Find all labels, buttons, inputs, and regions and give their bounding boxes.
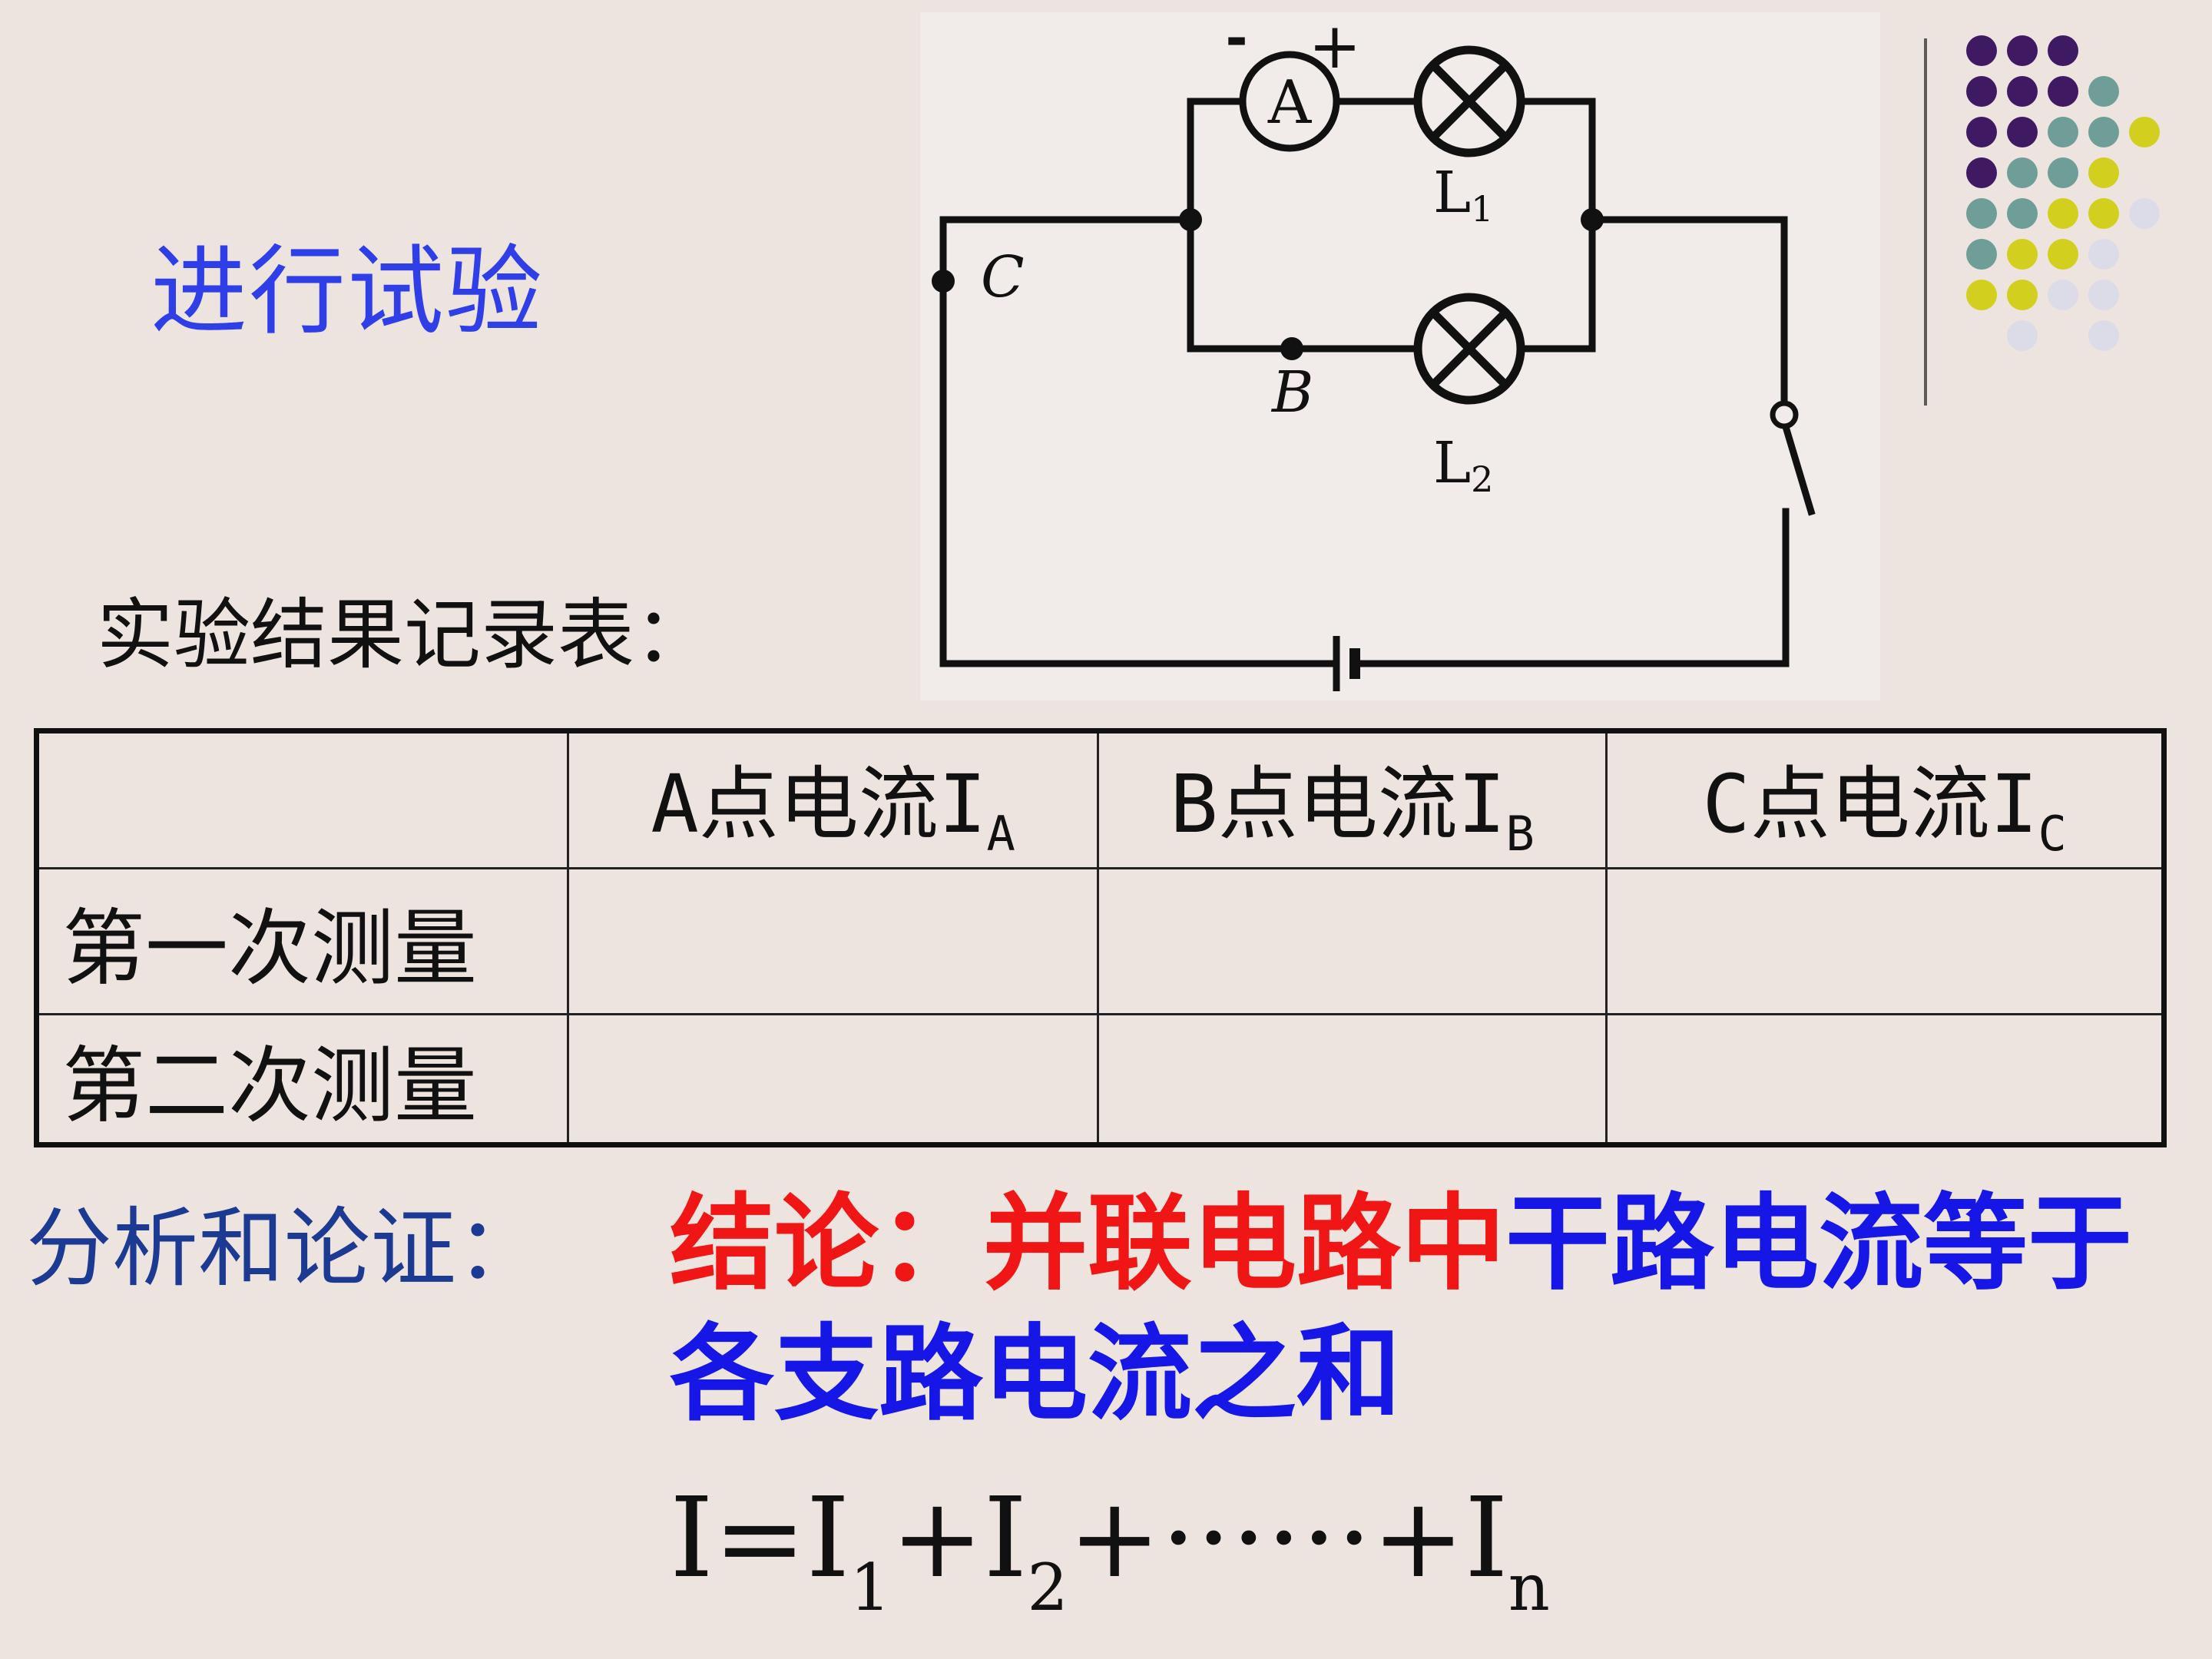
decor-dot [2048,198,2078,229]
row-label: 第二次测量 [35,1013,569,1146]
circuit-svg: A - + C B L1 L2 [932,7,1816,691]
record-table-label: 实验结果记录表： [97,590,711,680]
dot-grid-pattern-icon [1966,35,2197,358]
lamp2-icon [1413,293,1525,405]
decor-dot [2048,35,2078,66]
decor-dot [1966,280,1997,310]
decor-dot [2088,198,2119,229]
table-cell [1097,1013,1608,1146]
switch-pivot [1770,400,1799,429]
wire-branch1-left [1187,98,1245,224]
header-cell-a: A点电流IA [567,730,1099,869]
decor-dot [2129,117,2160,147]
table-cell [1605,1013,2165,1146]
decor-dot [2048,117,2078,147]
decor-dot [2007,157,2038,188]
results-table: A点电流IA B点电流IB C点电流IC 第一次测量 第二次测量 [34,728,2167,1147]
row-label: 第一次测量 [35,867,569,1015]
decor-dot [2007,35,2038,66]
point-c-label: C [981,244,1025,310]
wire-left-bottom [939,216,1340,667]
decor-dot [2088,320,2119,351]
wire-bottom-right [1351,508,1790,667]
table-cell [567,1013,1099,1146]
table-cell [1097,867,1608,1015]
junction-right [1581,208,1604,231]
point-b-label: B [1270,359,1313,426]
conclusion-text: 结论：并联电路中干路电流等于各支路电流之和 [670,1179,2198,1440]
wire-branch1-right [1517,98,1596,224]
decor-dot [2088,157,2119,188]
decor-dot [2007,320,2038,351]
decor-dot [2007,117,2038,147]
decor-dot [2088,117,2119,147]
decor-dot [2048,76,2078,107]
decor-dot [1966,76,1997,107]
table-header-row: A点电流IA B点电流IB C点电流IC [35,730,2165,869]
conclusion-blue: 干路电流等于各支路电流之和 [670,1184,2132,1435]
slide-title: 进行试验 [151,235,544,348]
junction-b [1280,337,1303,360]
table-cell [567,867,1099,1015]
wire-right-top [1588,216,1788,412]
ammeter-plus: + [1309,12,1362,83]
decor-dot [2088,280,2119,310]
wire-branch2-left [1187,216,1422,353]
decor-divider [1924,38,1927,406]
decor-dot [2129,198,2160,229]
decor-dot [2007,198,2038,229]
decor-dot [2048,157,2078,188]
analysis-label: 分析和论证： [26,1199,542,1299]
ammeter-label: A [1267,68,1313,137]
header-cell-empty [35,730,569,869]
wire-branch2-right [1517,216,1596,353]
decor-dot [1966,198,1997,229]
switch-lever [1780,417,1816,516]
decor-dot [2048,239,2078,270]
lamp1-label: L1 [1433,160,1493,230]
table-cell [1605,867,2165,1015]
junction-c [932,270,955,293]
decor-dot [2007,280,2038,310]
ammeter-icon [1239,51,1340,152]
decor-dot [1966,35,1997,66]
decor-dot [2088,76,2119,107]
decor-dot [2007,239,2038,270]
table-row: 第一次测量 [35,867,2165,1015]
ammeter-minus: - [1225,12,1247,70]
decor-dot [2048,280,2078,310]
lamp1-icon [1413,45,1525,157]
conclusion-red: 结论：并联电路中 [670,1184,1505,1305]
header-cell-c: C点电流IC [1605,730,2165,869]
decor-dot [1966,239,1997,270]
header-cell-b: B点电流IB [1097,730,1608,869]
decor-dot [1966,117,1997,147]
junction-left [1179,208,1202,231]
circuit-diagram: A - + C B L1 L2 [920,7,1880,700]
decor-dot [2007,76,2038,107]
decor-dot [2088,239,2119,270]
table-row: 第二次测量 [35,1013,2165,1146]
current-formula: I=I1+I2+······+In [670,1473,1550,1625]
decor-dot [1966,157,1997,188]
lamp2-label: L2 [1433,430,1493,500]
